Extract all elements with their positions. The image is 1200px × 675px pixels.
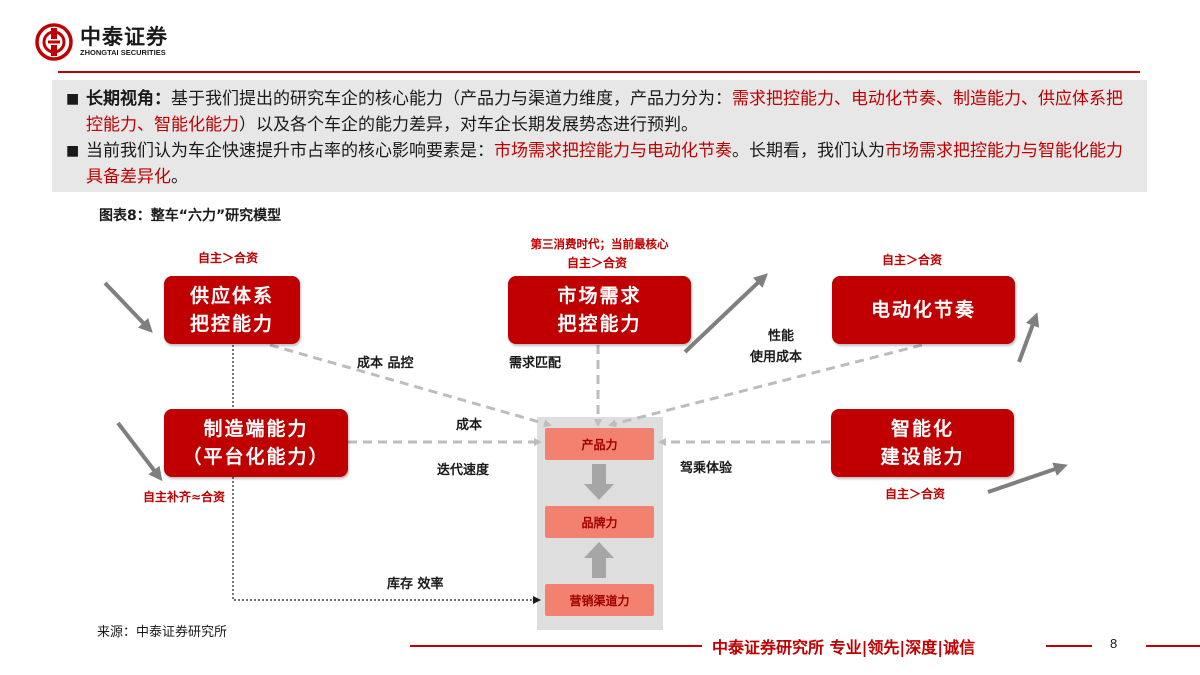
summary-paragraph-1: ■ 长期视角：基于我们提出的研究车企的核心能力（产品力与渠道力维度，产品力分为：… bbox=[66, 86, 1139, 138]
box-electric-label: 电动化节奏 bbox=[870, 299, 976, 321]
edge-label-use-cost: 使用成本 bbox=[750, 350, 803, 365]
tag-manufacturing: 自主补齐≈合资 bbox=[143, 490, 226, 504]
trend-arrow-electric-up bbox=[1017, 312, 1040, 363]
summary-text: 基于我们提出的研究车企的核心能力（产品力与渠道力维度，产品力分为： bbox=[171, 89, 732, 109]
box-intelligence: 智能化 建设能力 bbox=[831, 409, 1014, 477]
tag-supply: 自主＞合资 bbox=[198, 251, 259, 265]
summary-box: ■ 长期视角：基于我们提出的研究车企的核心能力（产品力与渠道力维度，产品力分为：… bbox=[52, 80, 1147, 192]
tag-electric: 自主＞合资 bbox=[882, 253, 943, 267]
summary-text: 当前我们认为车企快速提升市占率的核心影响要素是： bbox=[86, 141, 494, 161]
edge-label-cost-quality: 成本 品控 bbox=[357, 356, 414, 371]
source-note: 来源：中泰证券研究所 bbox=[97, 625, 228, 640]
trend-arrow-manuf-in bbox=[116, 421, 163, 482]
box-supply-control: 供应体系 把控能力 bbox=[164, 276, 300, 344]
box-market-line2: 把控能力 bbox=[557, 313, 642, 335]
box-manuf-line1: 制造端能力 bbox=[203, 418, 309, 440]
box-manufacturing: 制造端能力 （平台化能力） bbox=[164, 409, 348, 477]
brand-name-cn: 中泰证券 bbox=[80, 25, 168, 49]
edge-label-driving: 驾乘体验 bbox=[680, 461, 733, 476]
trend-arrow-supply-in bbox=[103, 281, 153, 333]
box-channel-power: 营销渠道力 bbox=[545, 584, 654, 616]
trend-arrow-market-up bbox=[683, 273, 768, 354]
figure-title: 图表8：整车“六力”研究模型 bbox=[99, 208, 282, 224]
summary-text: ）以及各个车企的能力差异，对车企长期发展势态进行预判。 bbox=[239, 115, 698, 135]
square-bullet-icon: ■ bbox=[66, 91, 80, 107]
box-smart-line1: 智能化 bbox=[890, 418, 954, 440]
logo-emblem-icon bbox=[35, 23, 73, 61]
header-divider bbox=[58, 71, 1140, 73]
footer-divider-left bbox=[410, 645, 702, 647]
tag-market-era: 第三消费时代；当前最核心 bbox=[530, 237, 669, 251]
footer-slogan: 中泰证券研究所 专业|领先|深度|诚信 bbox=[712, 638, 976, 657]
brand-name-en: ZHONGTAI SECURITIES bbox=[80, 48, 166, 57]
box-smart-line2: 建设能力 bbox=[880, 446, 965, 468]
page-number: 8 bbox=[1110, 636, 1118, 651]
edge-label-iteration: 迭代速度 bbox=[437, 463, 490, 478]
summary-highlight: 市场需求把控能力与智能化能力具备差异化 bbox=[86, 141, 1123, 187]
edge-label-demand-match: 需求匹配 bbox=[509, 356, 562, 371]
square-bullet-icon: ■ bbox=[66, 143, 80, 159]
company-logo: 中泰证券 ZHONGTAI SECURITIES bbox=[34, 22, 168, 62]
summary-lead: 长期视角： bbox=[86, 89, 171, 109]
box-manuf-line2: （平台化能力） bbox=[182, 446, 330, 468]
summary-highlight: 需求把控能力、电动化节奏、制造能力、供应体系把控能力、智能化能力 bbox=[86, 89, 1123, 135]
tag-intelligence: 自主＞合资 bbox=[885, 487, 946, 501]
edge-label-cost: 成本 bbox=[456, 418, 483, 433]
box-brand-power: 品牌力 bbox=[545, 506, 654, 538]
summary-highlight: 市场需求把控能力与电动化节奏 bbox=[494, 141, 732, 161]
box-supply-line1: 供应体系 bbox=[189, 285, 274, 307]
box-market-line1: 市场需求 bbox=[557, 285, 642, 307]
summary-text: 。 bbox=[171, 167, 188, 187]
edge-label-performance: 性能 bbox=[768, 329, 795, 344]
footer-divider-end bbox=[1146, 645, 1200, 647]
box-product-power: 产品力 bbox=[545, 428, 654, 460]
box-market-demand: 市场需求 把控能力 bbox=[508, 276, 691, 344]
box-electrification: 电动化节奏 bbox=[832, 276, 1015, 344]
summary-text: 。长期看，我们认为 bbox=[732, 141, 885, 161]
tag-market: 自主＞合资 bbox=[567, 256, 628, 270]
footer-divider-right bbox=[1046, 645, 1092, 647]
summary-paragraph-2: ■ 当前我们认为车企快速提升市占率的核心影响要素是：市场需求把控能力与电动化节奏… bbox=[66, 138, 1139, 190]
edge-label-inventory: 库存 效率 bbox=[387, 577, 444, 592]
box-supply-line2: 把控能力 bbox=[189, 313, 274, 335]
